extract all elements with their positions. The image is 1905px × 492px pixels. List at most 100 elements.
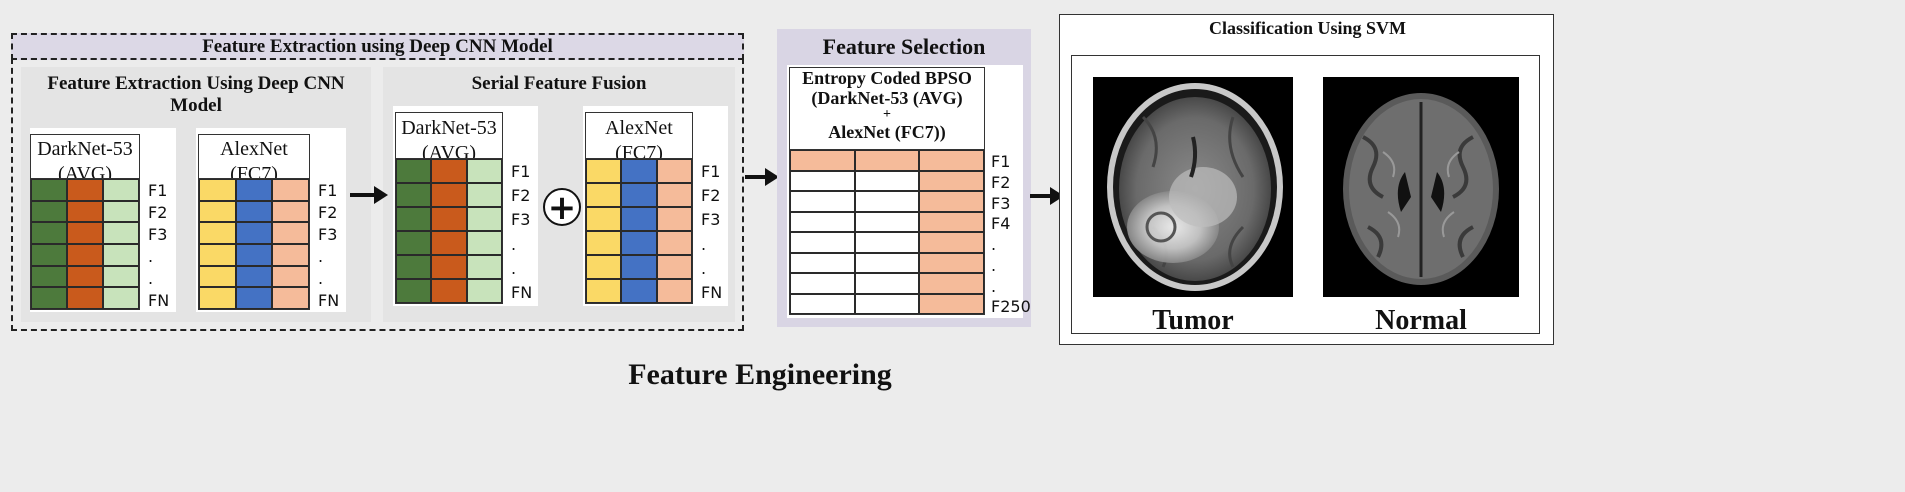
feature-cell (272, 265, 309, 288)
feature-cell (199, 179, 236, 201)
feature-label: F250 (991, 297, 1031, 317)
feature-cell (199, 222, 236, 244)
bpso-label: Entropy Coded BPSO (DarkNet-53 (AVG) + A… (789, 67, 985, 151)
feature-cell (199, 243, 236, 266)
feature-label: F2 (991, 172, 1011, 192)
darknet-feature-matrix (30, 178, 140, 310)
feature-cell (586, 279, 622, 303)
feature-cell (396, 279, 432, 303)
feature-cell (656, 255, 692, 279)
feature-cell (656, 183, 692, 207)
feature-label: FN (701, 283, 723, 303)
feature-cell (67, 222, 103, 244)
feature-cell (31, 243, 67, 266)
feature-cell (272, 287, 309, 309)
feature-cell (67, 287, 103, 309)
feature-cell (919, 293, 984, 314)
feature-cell (919, 150, 984, 171)
feature-label: F2 (148, 203, 168, 223)
feature-cell (67, 243, 103, 266)
tumor-label: Tumor (1152, 305, 1234, 336)
bpso-label-line1: Entropy Coded BPSO (802, 68, 972, 88)
feature-cell (919, 273, 984, 294)
feature-label: F2 (318, 203, 338, 223)
feature-cell (67, 200, 103, 223)
feature-label: F3 (318, 225, 338, 245)
feature-cell (31, 222, 67, 244)
feature-cell (621, 279, 657, 303)
feature-label: . (991, 255, 997, 275)
feature-label: . (148, 269, 154, 289)
feature-label: F2 (701, 185, 721, 205)
feature-cell (199, 287, 236, 309)
feature-cell (31, 265, 67, 288)
feature-label: . (991, 235, 997, 255)
feature-cell (431, 279, 467, 303)
serial-fusion-heading: Serial Feature Fusion (471, 73, 647, 94)
bpso-label-plus: + (883, 107, 891, 122)
bpso-card: Entropy Coded BPSO (DarkNet-53 (AVG) + A… (787, 65, 1031, 318)
feature-selection-panel: Feature Selection Entropy Coded BPSO (Da… (777, 29, 1031, 327)
feature-cell (31, 287, 67, 309)
feature-cell (790, 232, 855, 253)
arrow-to-classification (1030, 187, 1064, 205)
feature-cell (854, 252, 920, 273)
feature-cell (919, 211, 984, 232)
feature-cell (656, 279, 692, 303)
feature-engineering-title: Feature Engineering (628, 358, 892, 391)
feature-cell (790, 211, 855, 232)
feature-cell (919, 191, 984, 212)
feature-extraction-region (11, 58, 744, 331)
feature-cell (919, 252, 984, 273)
feature-label: . (701, 234, 707, 254)
feature-cell (656, 207, 692, 231)
feature-cell (790, 273, 855, 294)
feature-label: F4 (991, 214, 1011, 234)
feature-cell (656, 231, 692, 255)
feature-label: F1 (318, 181, 338, 201)
fusion-darknet-matrix (395, 158, 503, 304)
feature-cell (396, 207, 432, 231)
feature-cell (466, 231, 502, 255)
feature-cell (586, 207, 622, 231)
feature-label: F3 (701, 210, 721, 230)
feature-cell (272, 179, 309, 201)
feature-cell (621, 207, 657, 231)
feature-cell (103, 243, 139, 266)
cnn-extraction-heading: Feature Extraction Using Deep CNN Model (47, 73, 345, 116)
feature-cell (67, 265, 103, 288)
feature-cell (790, 191, 855, 212)
feature-cell (396, 231, 432, 255)
feature-cell (272, 222, 309, 244)
classification-panel: Classification Using SVM Tumor Normal (1059, 14, 1554, 345)
feature-cell (235, 179, 273, 201)
feature-selection-heading: Feature Selection (822, 34, 986, 59)
feature-label: F3 (511, 210, 531, 230)
feature-cell (235, 265, 273, 288)
normal-label: Normal (1375, 305, 1467, 336)
feature-cell (790, 252, 855, 273)
feature-cell (103, 222, 139, 244)
feature-label: . (701, 258, 707, 278)
fusion-alexnet-label: AlexNet (FC7) (585, 112, 693, 164)
feature-label: FN (148, 291, 170, 311)
fusion-darknet-label: DarkNet-53 (AVG) (395, 112, 503, 164)
feature-cell (103, 287, 139, 309)
darknet-label: DarkNet-53 (AVG) (30, 134, 140, 185)
arrow-to-selection (745, 168, 779, 186)
classification-inner-frame (1071, 55, 1540, 334)
feature-cell (396, 183, 432, 207)
bpso-label-line3: AlexNet (FC7)) (828, 122, 946, 142)
feature-cell (235, 200, 273, 223)
feature-cell (621, 159, 657, 183)
feature-cell (431, 183, 467, 207)
arrow-to-fusion (350, 186, 388, 204)
feature-cell (586, 183, 622, 207)
feature-cell (466, 183, 502, 207)
feature-label: . (511, 258, 517, 278)
feature-cell (31, 179, 67, 201)
feature-cell (67, 179, 103, 201)
feature-cell (790, 170, 855, 191)
feature-label: F3 (991, 193, 1011, 213)
